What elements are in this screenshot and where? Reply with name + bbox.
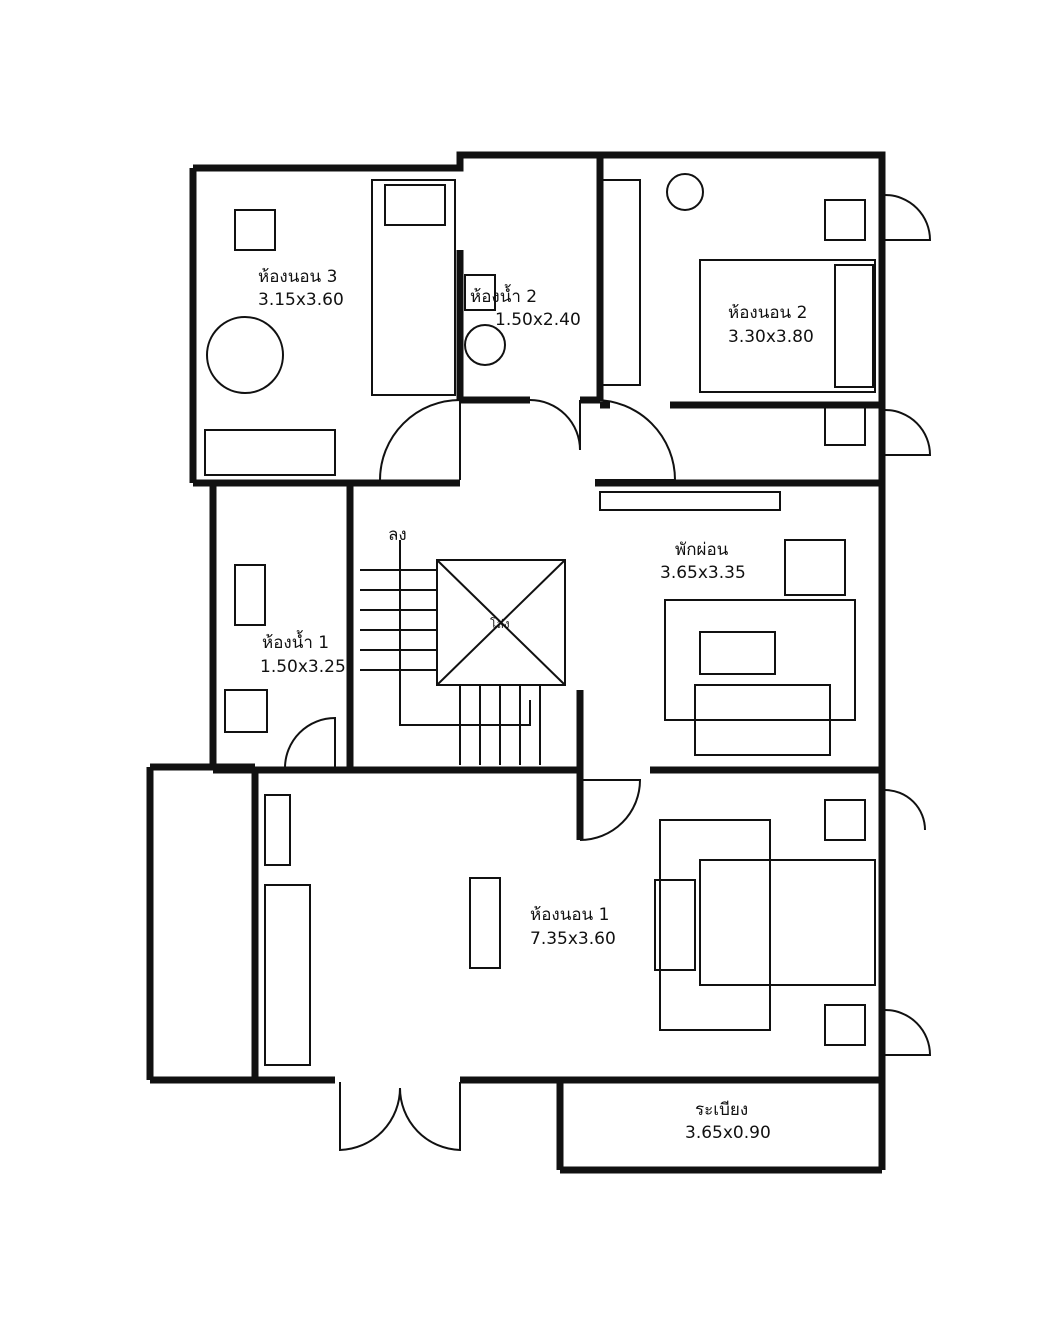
lounge-size: 3.65x3.35: [660, 563, 746, 583]
bathroom2-size: 1.50x2.40: [495, 310, 581, 330]
round-table-bedroom3: [206, 316, 284, 394]
room-labels: ห้องนอน 3 3.15x3.60 ห้องน้ำ 2 1.50x2.40 …: [258, 267, 814, 1143]
bed-bedroom1: [699, 859, 876, 986]
stair-void-label: โล่ง: [490, 617, 510, 631]
bathroom1-name: ห้องน้ำ 1: [262, 630, 329, 653]
toilet-bath1: [234, 564, 266, 626]
bed-bedroom3: [371, 179, 456, 396]
bedroom3-size: 3.15x3.60: [258, 290, 344, 310]
dresser: [469, 877, 501, 969]
bedroom1-size: 7.35x3.60: [530, 929, 616, 949]
coffee-table: [699, 631, 776, 675]
bedroom3-name: ห้องนอน 3: [258, 267, 337, 287]
bedroom2-name: ห้องนอน 2: [728, 303, 807, 323]
balcony-name: ระเบียง: [695, 1100, 748, 1120]
wardrobe-bedroom1: [264, 884, 311, 1066]
bed-frame-bedroom1: [659, 819, 771, 1031]
furniture: [204, 173, 876, 1066]
toilet-bath2: [464, 274, 496, 311]
basin-bath1: [224, 689, 268, 733]
wardrobe-bedroom3: [204, 429, 336, 476]
lounge-name: พักผ่อน: [675, 540, 729, 560]
basin-bath2: [464, 324, 506, 366]
walls: [146, 151, 886, 1174]
desk-bedroom3: [234, 209, 276, 251]
stair-treads: [360, 540, 541, 765]
balcony-size: 3.65x0.90: [685, 1123, 771, 1143]
stair-down-label: ลง: [388, 525, 407, 545]
bathroom1-size: 1.50x3.25: [260, 657, 346, 677]
bedroom1-name: ห้องนอน 1: [530, 905, 609, 925]
wardrobe-bedroom2: [601, 179, 641, 386]
bedroom2-size: 3.30x3.80: [728, 327, 814, 347]
rug: [664, 599, 856, 721]
bed-bedroom2: [699, 259, 876, 393]
armchair: [784, 539, 846, 596]
doors: [284, 194, 932, 1152]
bathroom2-name: ห้องน้ำ 2: [470, 284, 537, 307]
sofa: [694, 684, 831, 756]
